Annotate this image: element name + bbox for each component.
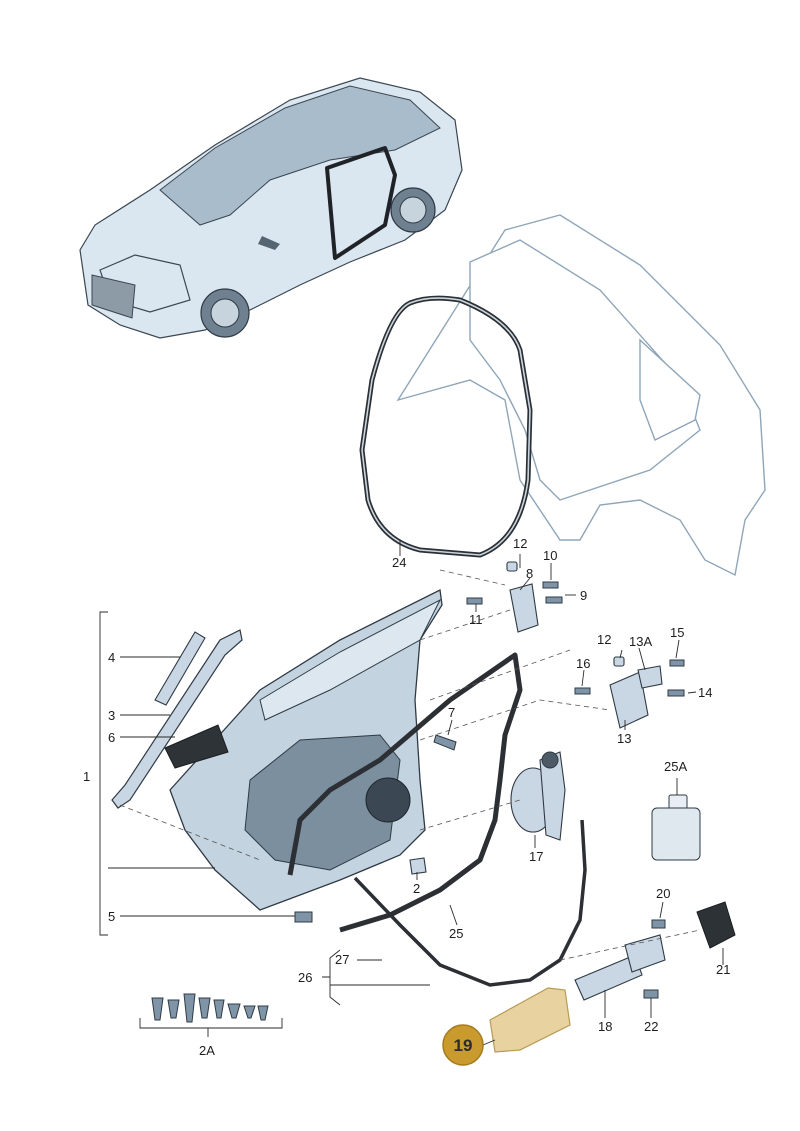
label-18: 18 [598, 1019, 612, 1034]
label-12-lower: 12 [597, 632, 611, 647]
label-7: 7 [448, 705, 455, 720]
lower-hinge [574, 656, 685, 729]
label-25a: 25A [664, 759, 687, 774]
leader-lines [99, 540, 724, 1046]
label-3: 3 [108, 708, 115, 723]
screw-5 [294, 911, 313, 923]
screw-set-2a [151, 993, 269, 1023]
car-illustration [79, 77, 463, 339]
bolt-7 [433, 734, 457, 751]
lower-seal [353, 819, 587, 987]
label-20: 20 [656, 886, 670, 901]
label-25: 25 [449, 926, 463, 941]
door-seal [287, 652, 523, 933]
label-26: 26 [298, 970, 312, 985]
label-15: 15 [670, 625, 684, 640]
label-17: 17 [529, 849, 543, 864]
label-2: 2 [413, 881, 420, 896]
label-12-upper: 12 [513, 536, 527, 551]
callout-number: 19 [454, 1036, 473, 1055]
label-22: 22 [644, 1019, 658, 1034]
part-labels: 1 4 3 6 5 24 12 10 8 9 11 12 13A 15 16 1… [83, 536, 730, 1058]
label-9: 9 [580, 588, 587, 603]
window-trim-strips [111, 629, 243, 809]
guide-lines [119, 569, 701, 961]
door-frame-seal [359, 295, 533, 558]
label-8: 8 [526, 566, 533, 581]
part-21 [696, 901, 736, 949]
label-27: 27 [335, 952, 349, 967]
label-10: 10 [543, 548, 557, 563]
label-4: 4 [108, 650, 115, 665]
label-13: 13 [617, 731, 631, 746]
highlighted-part-19 [489, 987, 571, 1053]
callout-badge-circle[interactable] [442, 1024, 484, 1066]
label-6: 6 [108, 730, 115, 745]
plug-2 [409, 857, 427, 875]
callout-badge-19[interactable]: 19 [442, 1024, 484, 1066]
grommet-17 [510, 751, 566, 841]
label-21: 21 [716, 962, 730, 977]
label-16: 16 [576, 656, 590, 671]
label-24: 24 [392, 555, 406, 570]
body-side-panel [396, 214, 766, 577]
label-13a: 13A [629, 634, 652, 649]
label-11: 11 [469, 612, 483, 627]
label-2a: 2A [199, 1043, 215, 1058]
door-check-strap [574, 919, 666, 1001]
label-5: 5 [108, 909, 115, 924]
bottle-25a [651, 794, 701, 861]
label-14: 14 [698, 685, 712, 700]
upper-hinge [466, 561, 563, 633]
label-1: 1 [83, 769, 90, 784]
